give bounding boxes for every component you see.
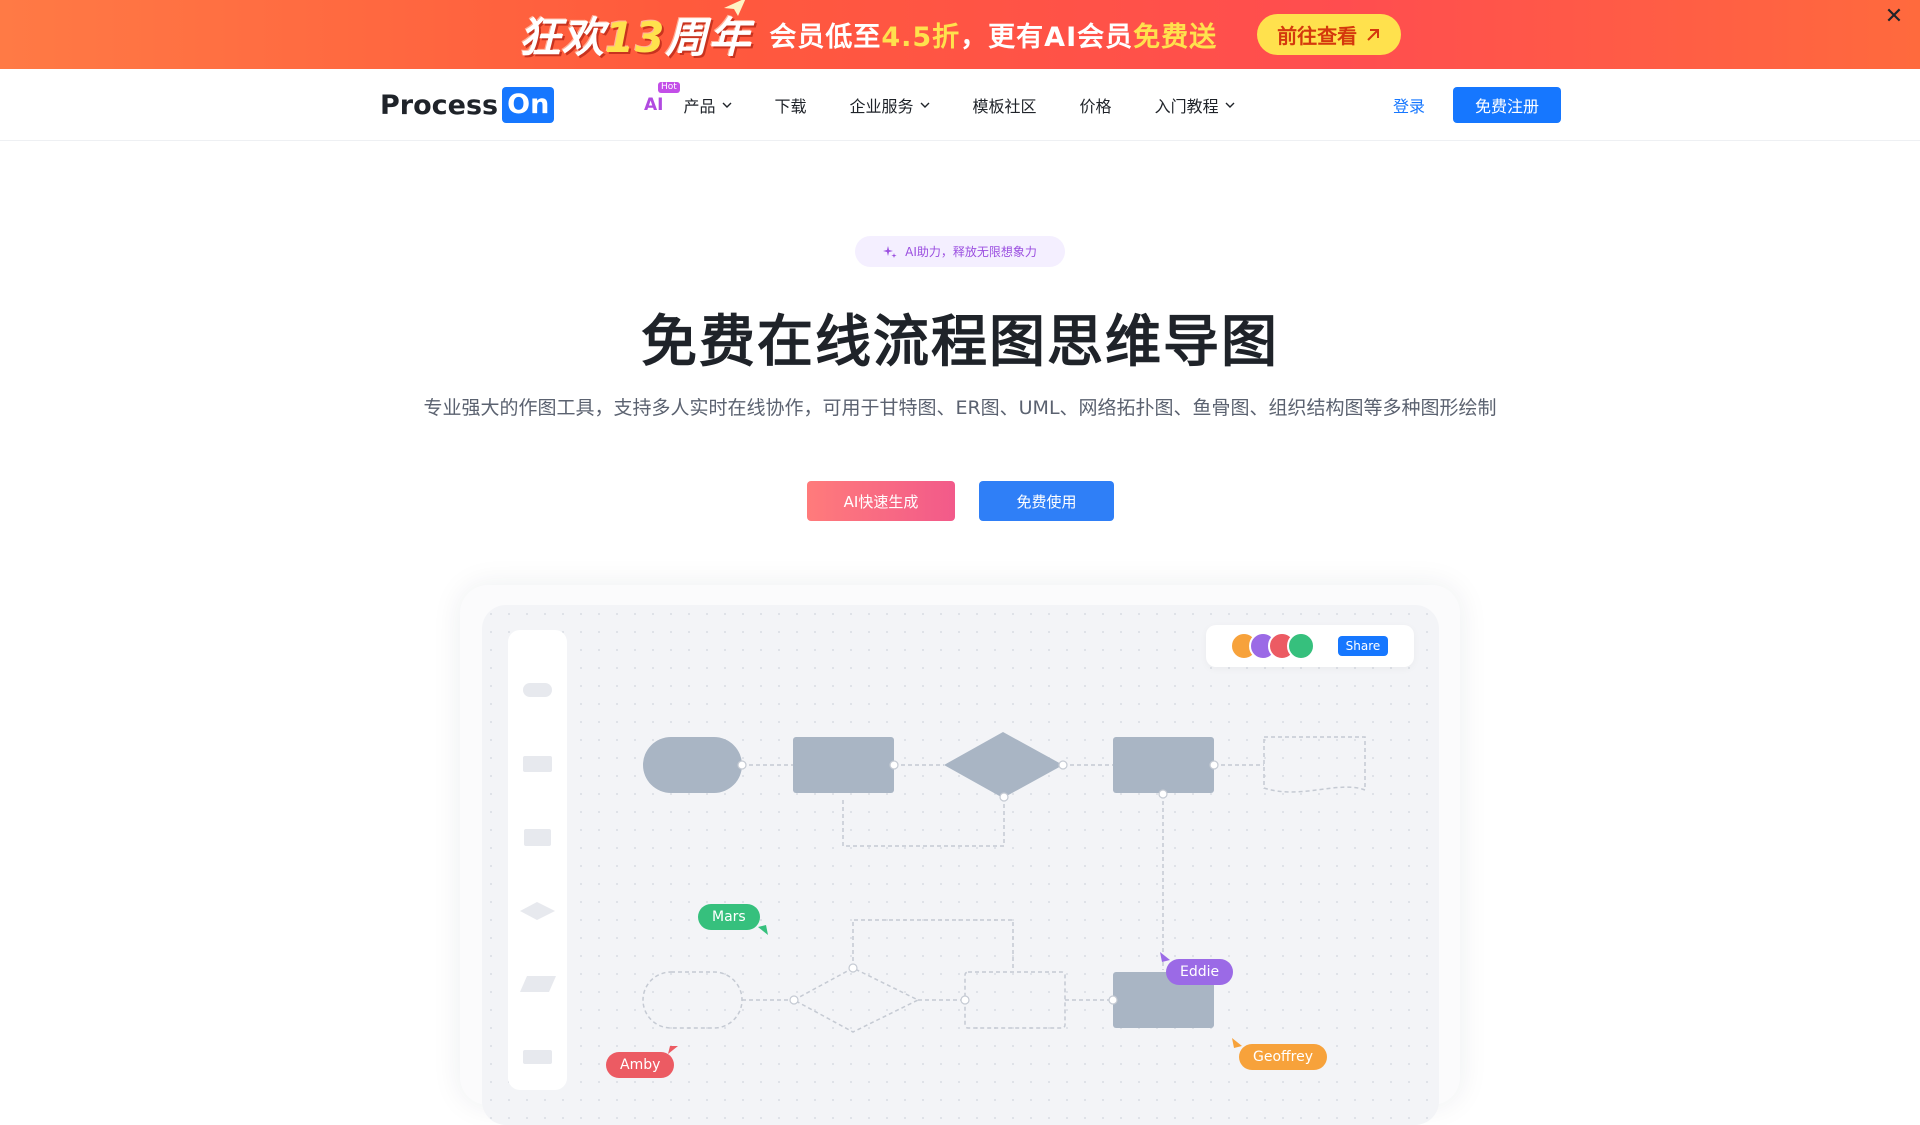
chevron-down-icon [920, 102, 930, 108]
signup-button[interactable]: 免费注册 [1453, 87, 1561, 123]
page-subtitle: 专业强大的作图工具，支持多人实时在线协作，可用于甘特图、ER图、UML、网络拓扑… [423, 397, 1497, 419]
main-menu: AI Hot 产品 下载 企业服务 模板社区 价格 入门教程 [644, 69, 1278, 141]
shape-toolbar [508, 630, 567, 1090]
toolbar-shape-rounded [523, 683, 552, 697]
toolbar-shape-rect [523, 756, 552, 772]
cursor-icon-amby [668, 1046, 678, 1054]
ai-generate-button[interactable]: AI快速生成 [807, 481, 955, 521]
toolbar-shape-square [524, 829, 551, 846]
flow-document-node [1263, 736, 1366, 793]
promo-view-button[interactable]: 前往查看 [1257, 14, 1402, 55]
chevron-down-icon [1225, 102, 1235, 108]
hot-badge: Hot [658, 82, 680, 93]
nav-item-label: 入门教程 [1154, 97, 1219, 116]
ai-tagline-pill: AI助力，释放无限想象力 [855, 236, 1065, 267]
flow-process-node-2 [1113, 737, 1214, 793]
promo-view-button-label: 前往查看 [1277, 24, 1358, 48]
logo[interactable]: Process On [380, 87, 555, 123]
nav-item-enterprise[interactable]: 企业服务 [850, 93, 930, 117]
logo-badge: On [502, 87, 555, 123]
flow-outline-decision [792, 967, 920, 1033]
nav-item-label: 模板社区 [972, 97, 1037, 116]
share-button[interactable]: Share [1338, 636, 1388, 656]
nav-item-templates[interactable]: 模板社区 [973, 93, 1037, 117]
promo-content: 狂欢13周年 会员低至4.5折，更有AI会员免费送 前往查看 [518, 0, 1402, 65]
connection-dots [737, 760, 1219, 1005]
flow-process-node-3 [1113, 972, 1214, 1028]
paper-plane-icon [723, 0, 745, 16]
toolbar-shape-parallelogram [520, 976, 556, 992]
toolbar-shape-diamond [520, 902, 555, 920]
chevron-down-icon [722, 102, 731, 108]
toolbar-shape-doc [523, 1050, 552, 1064]
cursor-icon-mars [758, 925, 768, 935]
flow-outline-start [642, 971, 743, 1029]
free-use-button[interactable]: 免费使用 [979, 481, 1114, 521]
nav-item-ai-label: AI [644, 95, 664, 115]
sparkle-icon [883, 245, 897, 258]
promo-subtitle: 会员低至4.5折，更有AI会员免费送 [769, 22, 1218, 53]
flow-decision-node [944, 732, 1063, 798]
preview-canvas [482, 605, 1439, 1125]
arrow-up-right-icon [1367, 28, 1380, 41]
nav-item-product[interactable]: 产品 [683, 93, 731, 117]
promo-banner[interactable]: 狂欢13周年 会员低至4.5折，更有AI会员免费送 前往查看 ✕ [0, 0, 1920, 69]
connector-lines [742, 764, 1264, 1001]
nav-item-download[interactable]: 下载 [775, 93, 807, 117]
cursor-icon-eddie [1160, 952, 1170, 962]
nav-item-pricing[interactable]: 价格 [1080, 93, 1112, 117]
top-nav: Process On AI Hot 产品 下载 企业服务 模板社区 价格 入门教… [0, 69, 1920, 141]
logo-text: Process [380, 89, 499, 121]
nav-item-label: 价格 [1079, 97, 1112, 116]
flowchart-illustration [520, 683, 1366, 1064]
nav-item-label: 产品 [683, 97, 716, 116]
ai-tagline-text: AI助力，释放无限想象力 [905, 245, 1037, 259]
close-icon[interactable]: ✕ [1884, 3, 1904, 29]
nav-item-label: 下载 [774, 97, 807, 116]
cursor-icon-geoffrey [1232, 1038, 1242, 1048]
page-title: 免费在线流程图思维导图 [641, 310, 1279, 375]
cursor-label-mars: Mars [698, 904, 760, 930]
nav-item-ai[interactable]: AI Hot [644, 82, 680, 115]
flow-process-node [793, 737, 894, 793]
nav-item-tutorials[interactable]: 入门教程 [1155, 93, 1235, 117]
login-link[interactable]: 登录 [1393, 97, 1426, 116]
flow-start-node [643, 737, 742, 793]
flow-outline-process [964, 971, 1066, 1029]
avatar [1287, 632, 1315, 660]
cursor-label-geoffrey: Geoffrey [1239, 1044, 1328, 1070]
nav-item-label: 企业服务 [849, 97, 914, 116]
cursor-label-amby: Amby [606, 1052, 675, 1078]
cursor-label-eddie: Eddie [1166, 959, 1234, 985]
promo-headline: 狂欢13周年 [518, 13, 752, 62]
